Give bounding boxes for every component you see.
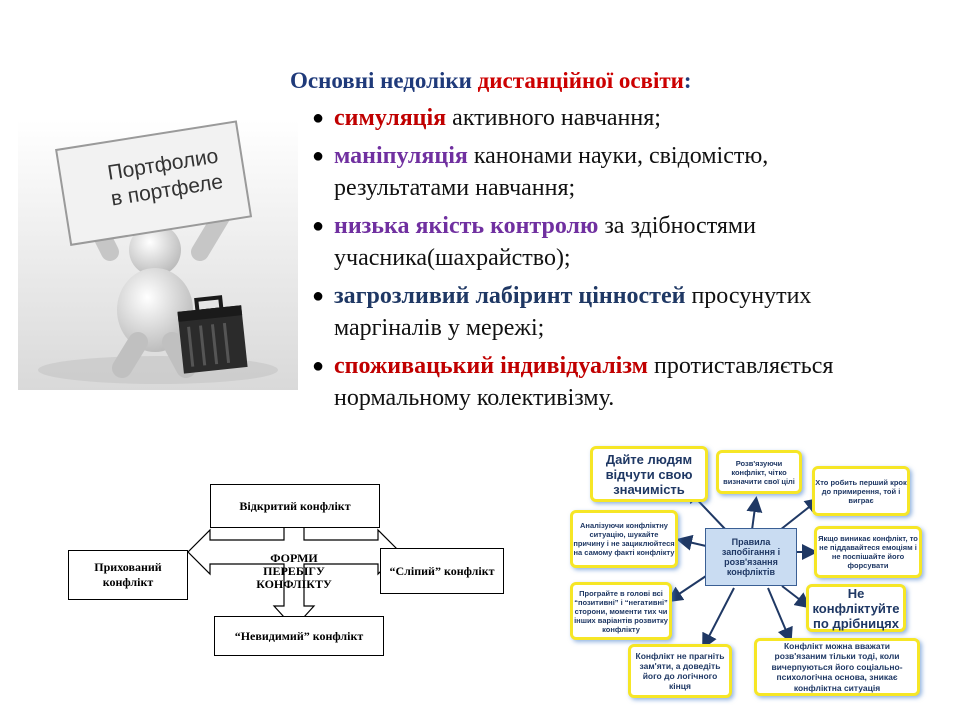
- figure-with-sign-icon: [18, 120, 298, 390]
- rule-text: Конфлікт не прагніть зам'яти, а доведіть…: [635, 651, 725, 691]
- drawbacks-list: ● симуляція активного навчання; ● маніпуля…: [308, 102, 908, 420]
- title-part-3: :: [683, 68, 692, 93]
- open-conflict-label: Відкритий конфлікт: [239, 498, 351, 513]
- title-part-2: дистанційної освіти: [477, 68, 684, 93]
- title-part-1: Основні недоліки: [290, 68, 478, 93]
- rule-text: Програйте в голові всі “позитивні” і “не…: [574, 588, 668, 634]
- forms-center-label: ФОРМИ ПЕРЕБІГУ КОНФЛІКТУ: [244, 552, 344, 591]
- center-line: ФОРМИ: [270, 551, 318, 565]
- center-line: КОНФЛІКТУ: [256, 577, 332, 591]
- bullet-keyword: маніпуляція: [334, 143, 468, 169]
- rule-box-5: Якщо виникає конфлікт, то не піддавайтес…: [814, 526, 922, 578]
- rule-box-9: Конфлікт можна вважати розв'язаним тільк…: [754, 638, 920, 696]
- bullet-icon: ●: [312, 145, 325, 167]
- bullet-keyword: симуляція: [334, 105, 447, 131]
- rules-center-box: Правила запобігання і розв'язання конфлі…: [705, 528, 797, 586]
- portfolio-illustration: Портфолио в портфеле: [18, 120, 298, 390]
- bullet-text: просунутих маргіналів у мережі;: [334, 283, 812, 341]
- open-conflict-box: Відкритий конфлікт: [210, 484, 380, 528]
- rule-text: Розв'язуючи конфлікт, чітко визначити св…: [723, 458, 795, 486]
- invisible-conflict-label: “Невидимий” конфлікт: [234, 628, 364, 643]
- slide-title: Основні недоліки дистанційної освіти:: [290, 68, 692, 94]
- rule-text: Не конфліктуйте по дрібницях: [812, 585, 900, 631]
- list-item: ● маніпуляція канонами науки, свідомістю,…: [308, 140, 908, 204]
- invisible-conflict-box: “Невидимий” конфлікт: [214, 616, 384, 656]
- bullet-icon: ●: [312, 285, 325, 307]
- bullet-icon: ●: [312, 355, 325, 377]
- hidden-conflict-label: Прихований конфлікт: [94, 560, 162, 589]
- rule-text: Якщо виникає конфлікт, то не піддавайтес…: [818, 534, 918, 570]
- rule-box-3: Хто робить перший крок до примирення, то…: [812, 466, 910, 516]
- rule-text: Конфлікт можна вважати розв'язаним тільк…: [771, 640, 903, 693]
- bullet-text: канонами науки, свідомістю, результатами…: [334, 143, 769, 201]
- rule-box-7: Не конфліктуйте по дрібницях: [806, 584, 906, 632]
- bullet-text: за здібностями учасника(шахрайство);: [334, 213, 756, 271]
- bullet-icon: ●: [312, 215, 325, 237]
- bullet-icon: ●: [312, 107, 325, 129]
- rules-center-label: Правила запобігання і розв'язання конфлі…: [721, 537, 781, 577]
- rule-box-4: Аналізуючи конфліктну ситуацію, шукайте …: [570, 510, 678, 568]
- rule-box-8: Конфлікт не прагніть зам'яти, а доведіть…: [628, 644, 732, 698]
- rule-text: Аналізуючи конфліктну ситуацію, шукайте …: [573, 521, 675, 557]
- list-item: ● споживацький індивідуалізм протиставляє…: [308, 350, 908, 414]
- bullet-keyword: низька якість контролю: [334, 213, 599, 239]
- blind-conflict-box: “Сліпий” конфлікт: [380, 548, 504, 594]
- rule-text: Хто робить перший крок до примирення, то…: [815, 477, 907, 505]
- blind-conflict-label: “Сліпий” конфлікт: [389, 563, 495, 578]
- rule-box-6: Програйте в голові всі “позитивні” і “не…: [570, 582, 672, 640]
- rule-box-1: Дайте людям відчути свою значимість: [590, 446, 708, 502]
- hidden-conflict-box: Прихований конфлікт: [68, 550, 188, 600]
- list-item: ● симуляція активного навчання;: [308, 102, 908, 134]
- list-item: ● низька якість контролю за здібностями у…: [308, 210, 908, 274]
- bullet-text: протиставляється нормальному колективізм…: [334, 353, 834, 411]
- rule-box-2: Розв'язуючи конфлікт, чітко визначити св…: [716, 450, 802, 494]
- bullet-keyword: споживацький індивідуалізм: [334, 353, 648, 379]
- rule-text: Дайте людям відчути свою значимість: [605, 451, 693, 497]
- bullet-text: активного навчання;: [446, 105, 661, 131]
- bullet-keyword: загрозливий лабіринт цінностей: [334, 283, 686, 309]
- list-item: ● загрозливий лабіринт цінностей просунут…: [308, 280, 908, 344]
- center-line: ПЕРЕБІГУ: [263, 564, 325, 578]
